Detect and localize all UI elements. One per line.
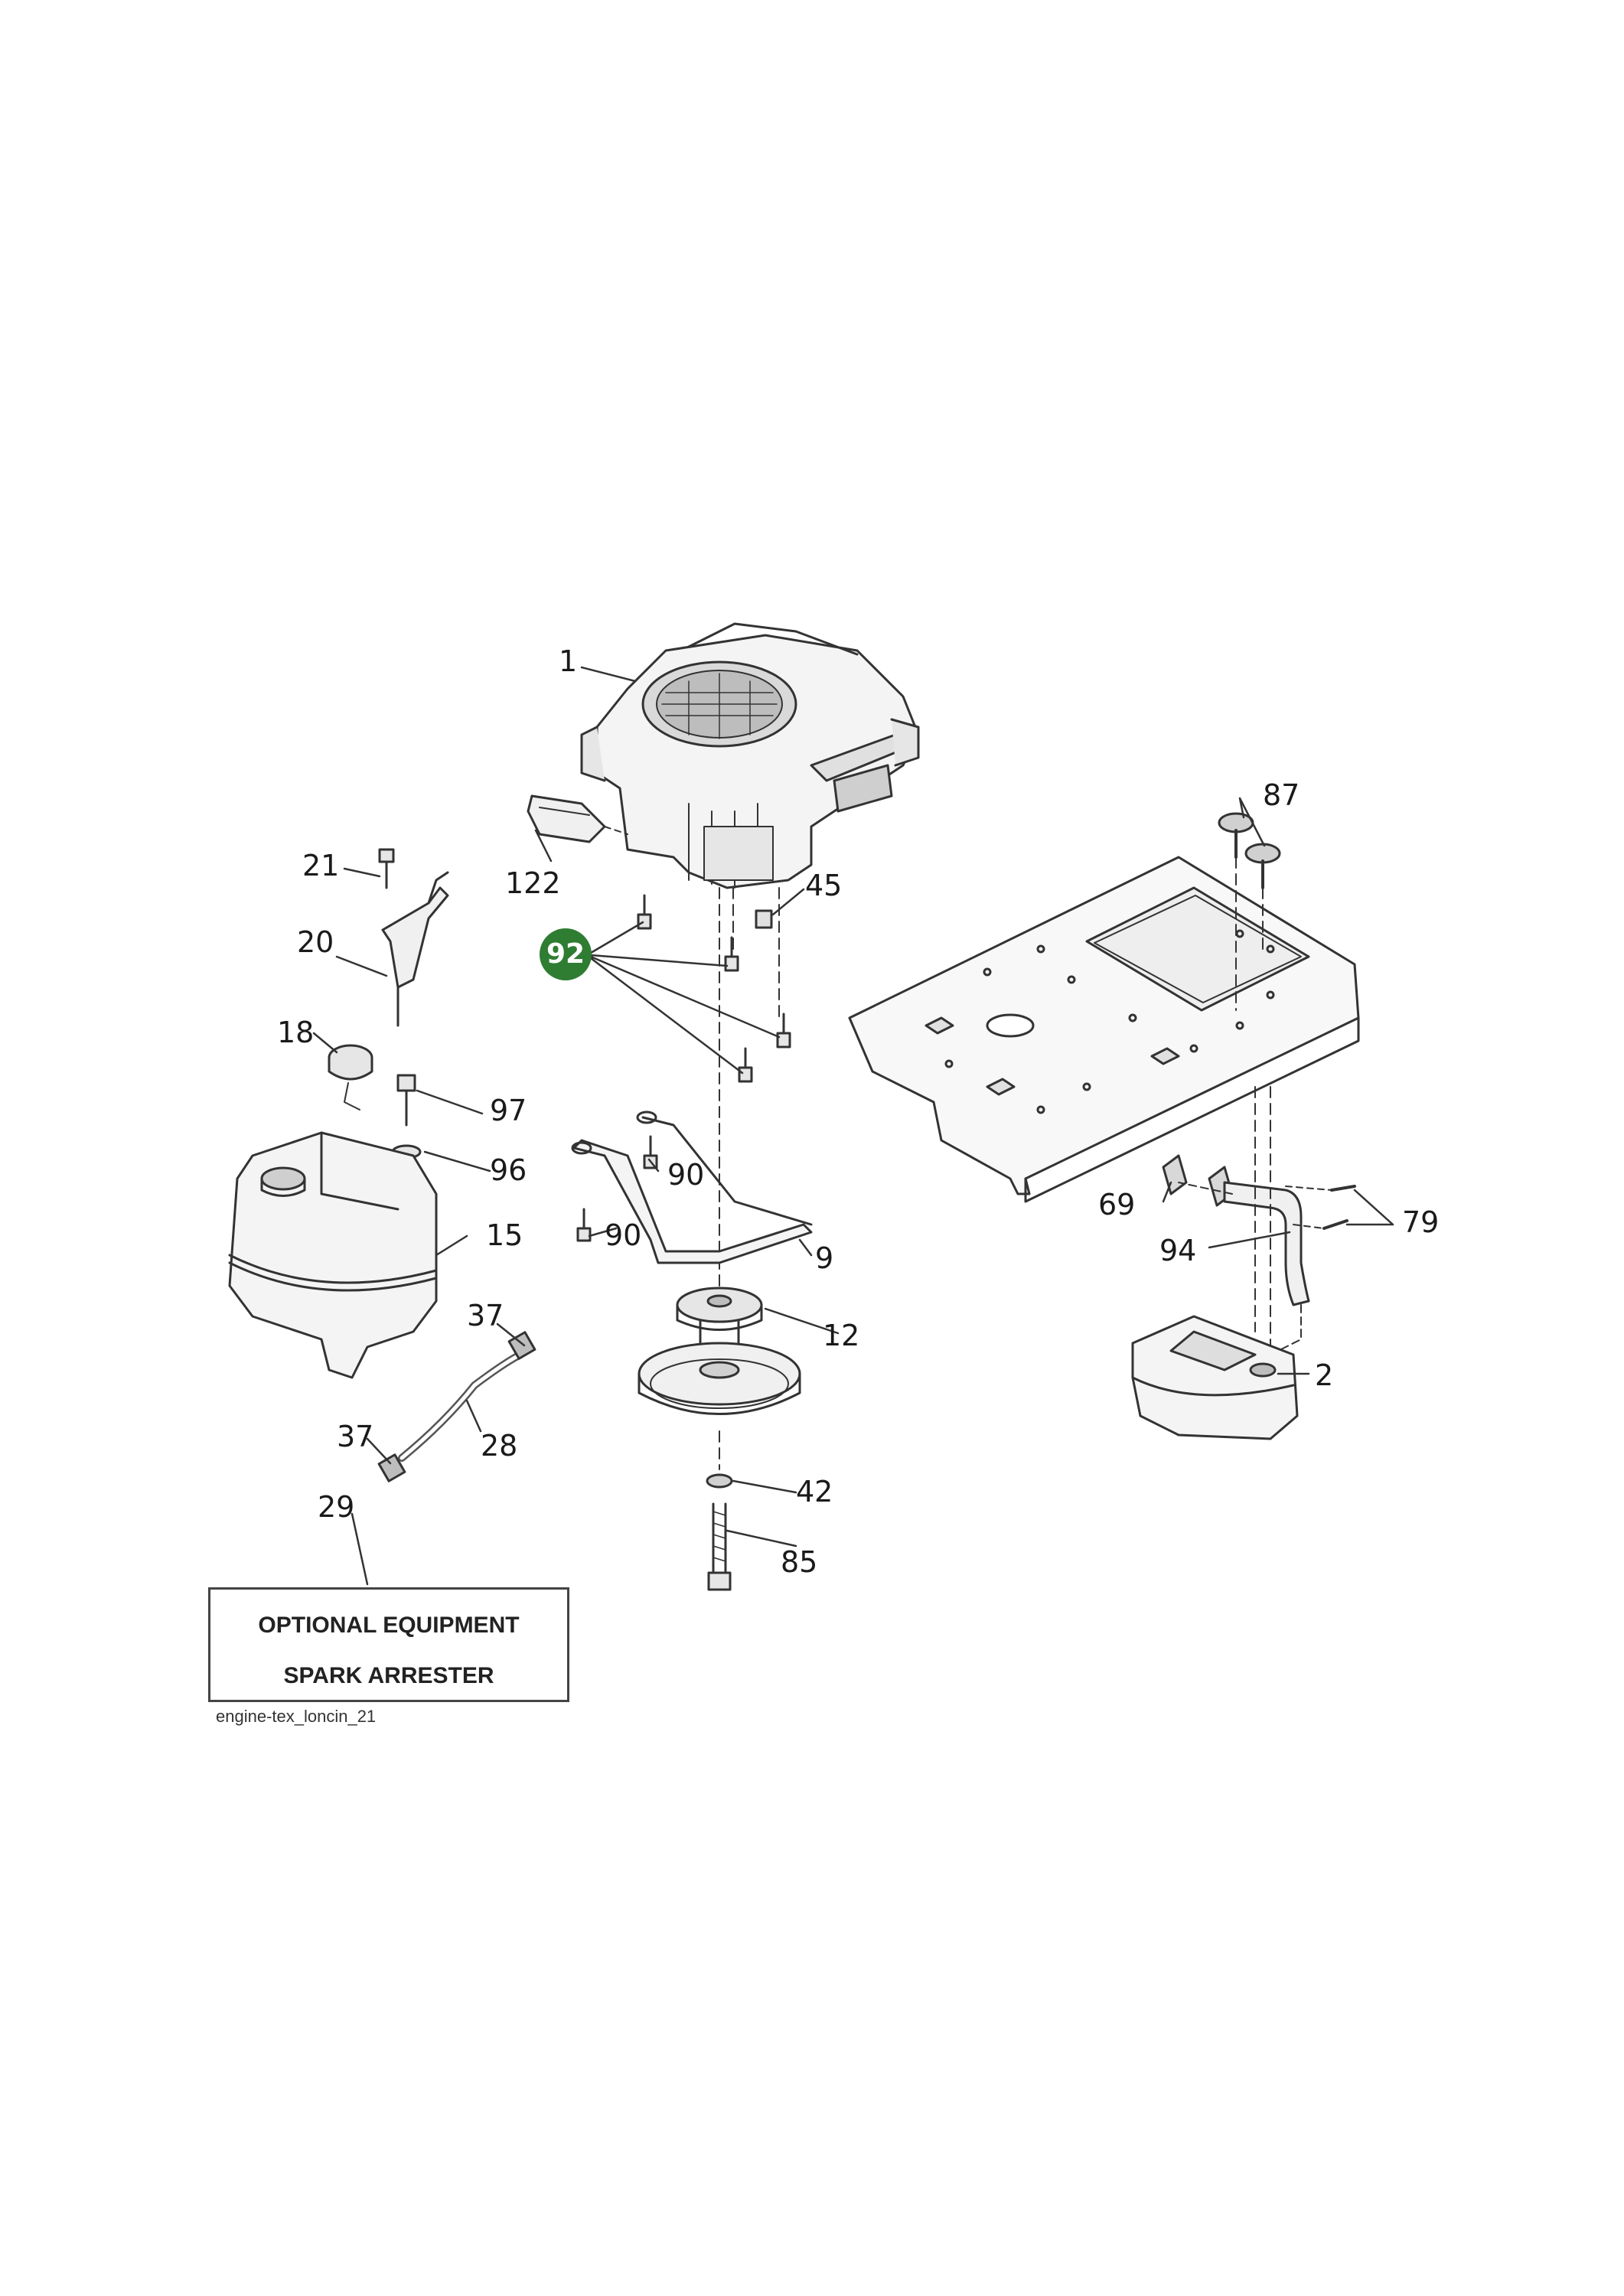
- part-122: [527, 794, 628, 843]
- fuel-cap: [328, 1044, 373, 1110]
- callout-29: 29: [318, 1490, 355, 1524]
- callout-18: 18: [277, 1016, 315, 1049]
- note-line-2: SPARK ARRESTER: [283, 1663, 494, 1688]
- mounting-plate: [848, 856, 1360, 1203]
- fuel-line: [377, 1331, 536, 1482]
- callout-21: 21: [302, 849, 340, 882]
- exhaust-assembly: [1162, 1086, 1356, 1359]
- callout-96: 96: [490, 1153, 527, 1187]
- throttle-control: [378, 848, 449, 1027]
- belt-guide: [571, 1110, 813, 1264]
- callout-9: 9: [815, 1241, 834, 1275]
- optional-equipment-note: OPTIONAL EQUIPMENT SPARK ARRESTER: [208, 1587, 569, 1702]
- callout-69: 69: [1098, 1188, 1136, 1221]
- callout-79: 79: [1402, 1205, 1440, 1239]
- callout-2: 2: [1315, 1358, 1334, 1392]
- engine: [580, 622, 920, 889]
- callout-85: 85: [781, 1545, 818, 1579]
- callout-37-lower: 37: [337, 1420, 374, 1453]
- callout-15: 15: [486, 1218, 523, 1252]
- diagram-caption: engine-tex_loncin_21: [216, 1707, 377, 1726]
- callout-97: 97: [490, 1094, 527, 1127]
- callout-90-upper: 90: [667, 1158, 705, 1192]
- callout-28: 28: [481, 1429, 518, 1463]
- muffler: [1131, 1315, 1299, 1440]
- part-45: [755, 909, 773, 929]
- bolts-92: [637, 894, 791, 1083]
- pulley: [638, 1287, 801, 1415]
- callout-94: 94: [1159, 1234, 1197, 1267]
- callout-20: 20: [297, 925, 334, 959]
- fuel-tank: [228, 1131, 438, 1379]
- callout-90-lower: 90: [605, 1218, 642, 1252]
- leader-lines: [312, 666, 1394, 1586]
- callout-42: 42: [796, 1475, 833, 1508]
- callout-12: 12: [823, 1319, 860, 1352]
- note-line-1: OPTIONAL EQUIPMENT: [258, 1613, 520, 1638]
- callout-92-highlight[interactable]: 92: [540, 928, 592, 980]
- callout-122: 122: [505, 866, 561, 900]
- callout-37-upper: 37: [467, 1299, 504, 1332]
- washer-bolt: [706, 1430, 733, 1591]
- callout-87: 87: [1263, 778, 1300, 812]
- callout-45: 45: [805, 869, 843, 902]
- knobs-87: [1218, 812, 1281, 1011]
- callout-1: 1: [559, 644, 578, 678]
